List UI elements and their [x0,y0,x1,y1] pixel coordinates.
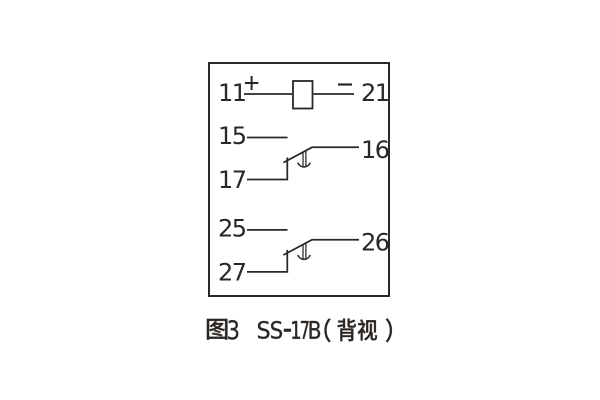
delay-arc-icon [297,254,311,261]
terminal-21: 21 [361,79,389,107]
terminal-16: 16 [361,136,389,164]
delay-arrow-icon [302,243,307,259]
terminal-25: 25 [218,214,246,242]
contact-blade [282,146,359,164]
terminal-11: 11 [218,79,246,107]
coil-symbol [292,80,314,110]
contact-group-2 [247,229,359,273]
caption-glyphs [206,318,393,343]
terminal-26: 26 [361,228,389,256]
delay-arc-icon [297,162,311,168]
plus-icon [244,76,259,90]
contact-blade [282,238,359,256]
figure-caption [206,318,393,343]
delay-arrow-icon [302,150,307,167]
terminal-15: 15 [218,122,246,150]
terminal-17: 17 [218,166,246,194]
terminal-27: 27 [218,258,246,286]
contact-group-1 [247,136,359,181]
lower-wire [247,157,289,181]
lower-wire [247,249,289,273]
terminal-box-outline [208,62,390,297]
